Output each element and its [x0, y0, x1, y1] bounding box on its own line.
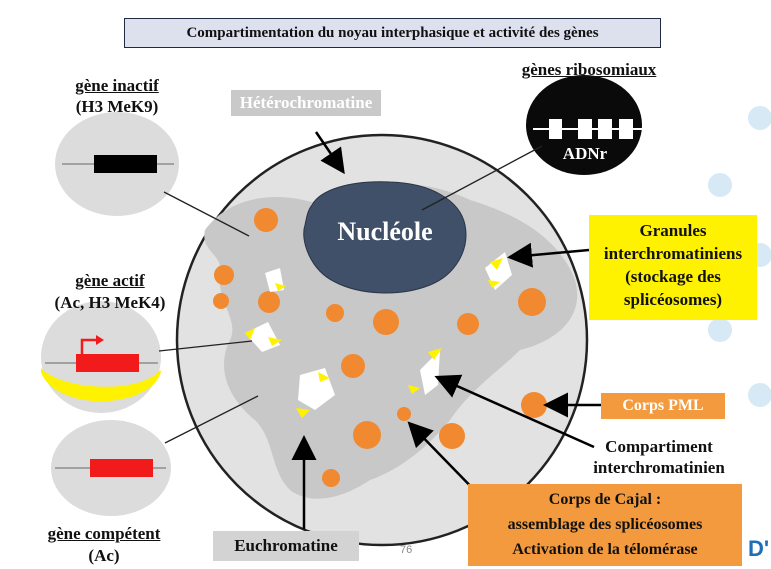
label-granules-2: interchromatiniens: [603, 244, 743, 263]
gene-active-block: [76, 354, 139, 372]
gene-active-euchromatin: [41, 368, 161, 402]
label-granules-4: splicéosomes): [623, 290, 723, 309]
label-gene-competent-mark: (Ac): [88, 546, 120, 565]
label-cajal-2: assemblage des splicéosomes: [507, 516, 703, 533]
heterochromatin-region: [204, 183, 578, 499]
label-heterochromatine: Hétérochromatine: [231, 90, 381, 116]
label-gene-actif-mark: (Ac, H3 MeK4): [54, 293, 166, 312]
cajal-box: Corps de Cajal : assemblage des splicéos…: [468, 484, 742, 566]
label-granules-3: (stockage des: [625, 267, 721, 286]
label-compartiment-1: Compartiment: [605, 437, 713, 456]
label-granules-1: Granules: [639, 221, 707, 240]
nuclear-bodies: [213, 208, 547, 487]
label-gene-inactif-mark: (H3 MeK9): [75, 97, 159, 116]
label-cajal-3: Activation de la télomérase: [512, 541, 698, 558]
label-nucleole: Nucléole: [337, 217, 433, 246]
gene-competent-block: [90, 459, 153, 477]
label-euchromatine: Euchromatine: [213, 531, 359, 561]
gene-inactive-block: [94, 155, 157, 173]
label-corps-pml: Corps PML: [601, 393, 725, 419]
transcription-arrow-icon: [80, 338, 100, 354]
label-cajal-1: Corps de Cajal :: [548, 491, 662, 508]
background-dot: [708, 173, 732, 197]
edge-logo: D': [748, 536, 770, 561]
label-genes-ribosomiaux: gènes ribosomiaux: [521, 60, 657, 79]
transcription-arrowhead-icon: [96, 335, 104, 345]
background-dot: [748, 383, 771, 407]
rdna-repeats: [549, 119, 633, 139]
label-gene-competent: gène compétent: [47, 524, 161, 543]
slide-number: 76: [400, 544, 413, 556]
label-gene-inactif: gène inactif: [75, 76, 159, 95]
granules-box: Granules interchromatiniens (stockage de…: [589, 215, 757, 320]
connector-lines: [158, 145, 543, 444]
background-dot: [708, 318, 732, 342]
background-dot: [748, 106, 771, 130]
interchromatin-compartments: [245, 252, 512, 418]
label-compartiment-2: interchromatinien: [593, 458, 725, 477]
nucleolus: [303, 181, 467, 294]
label-gene-actif: gène actif: [75, 271, 145, 290]
diagram-title: Compartimentation du noyau interphasique…: [124, 18, 661, 48]
label-adnr: ADNr: [562, 144, 608, 163]
compartiment-label: Compartiment interchromatinien: [574, 436, 744, 478]
